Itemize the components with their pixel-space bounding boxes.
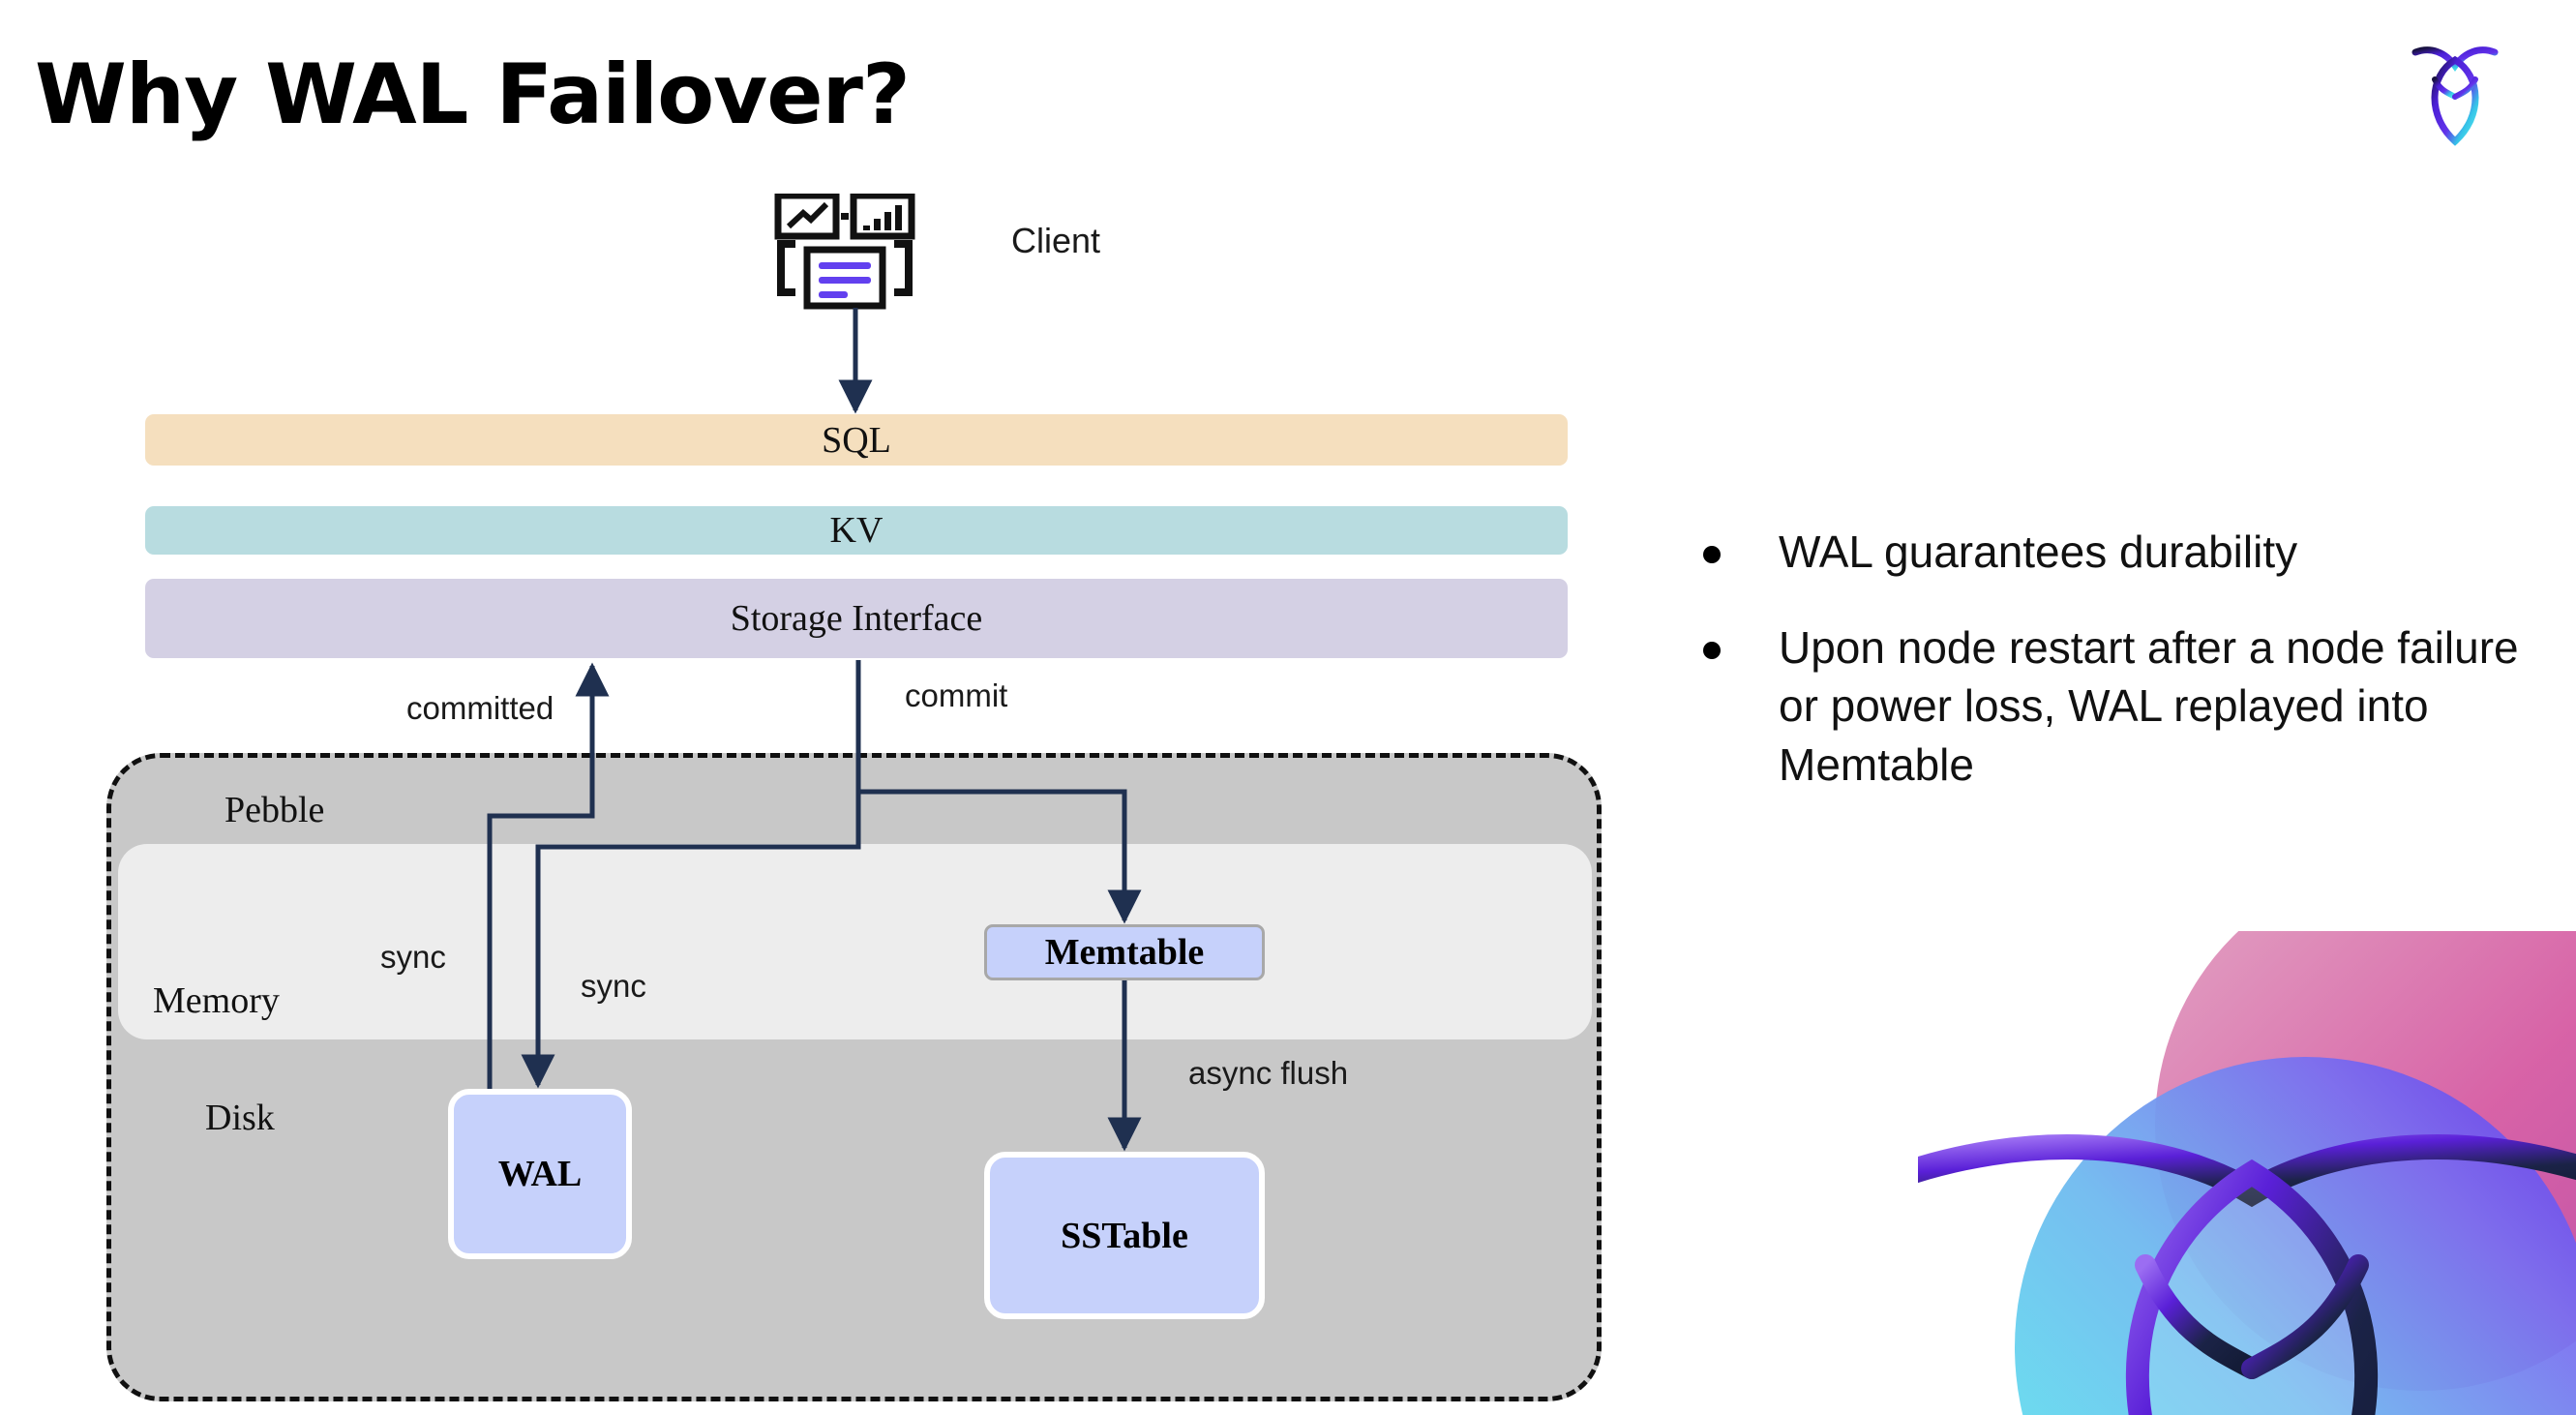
bullet-text: WAL guarantees durability [1779,527,2298,577]
page-title: Why WAL Failover? [35,46,911,143]
client-label: Client [1011,221,1101,260]
layer-bar-storage-interface-label: Storage Interface [730,598,983,639]
layer-bar-kv-label: KV [829,510,884,551]
bullet-text: Upon node restart after a node failure o… [1779,621,2519,791]
node-wal-label: WAL [497,1154,583,1194]
cockroachdb-logo [2411,46,2499,146]
memory-label: Memory [153,980,280,1021]
list-item: WAL guarantees durability [1703,523,2535,582]
pebble-label: Pebble [225,790,325,830]
edge-label-sync-left: sync [380,939,446,975]
client-dashboard-icon [774,194,915,310]
edge-label-async-flush: async flush [1188,1055,1349,1091]
node-wal: WAL [448,1089,632,1259]
bullet-dot-icon [1703,641,1721,659]
edge-label-sync-right: sync [581,968,646,1004]
node-sstable-label: SSTable [1061,1215,1188,1256]
layer-bar-sql: SQL [145,414,1568,466]
layer-bar-kv: KV [145,506,1568,555]
list-item: Upon node restart after a node failure o… [1703,618,2535,795]
bullet-dot-icon [1703,546,1721,563]
decorative-logo-watermark [1918,931,2576,1415]
edge-label-commit: commit [905,677,1008,713]
node-memtable-label: Memtable [1044,932,1205,973]
node-sstable: SSTable [984,1152,1265,1319]
memory-section [118,844,1592,1039]
bullet-list: WAL guarantees durability Upon node rest… [1703,523,2535,831]
layer-bar-sql-label: SQL [822,419,891,461]
layer-bar-storage-interface: Storage Interface [145,579,1568,658]
node-memtable: Memtable [984,924,1265,980]
edge-label-committed: committed [406,690,554,726]
disk-label: Disk [205,1098,275,1138]
